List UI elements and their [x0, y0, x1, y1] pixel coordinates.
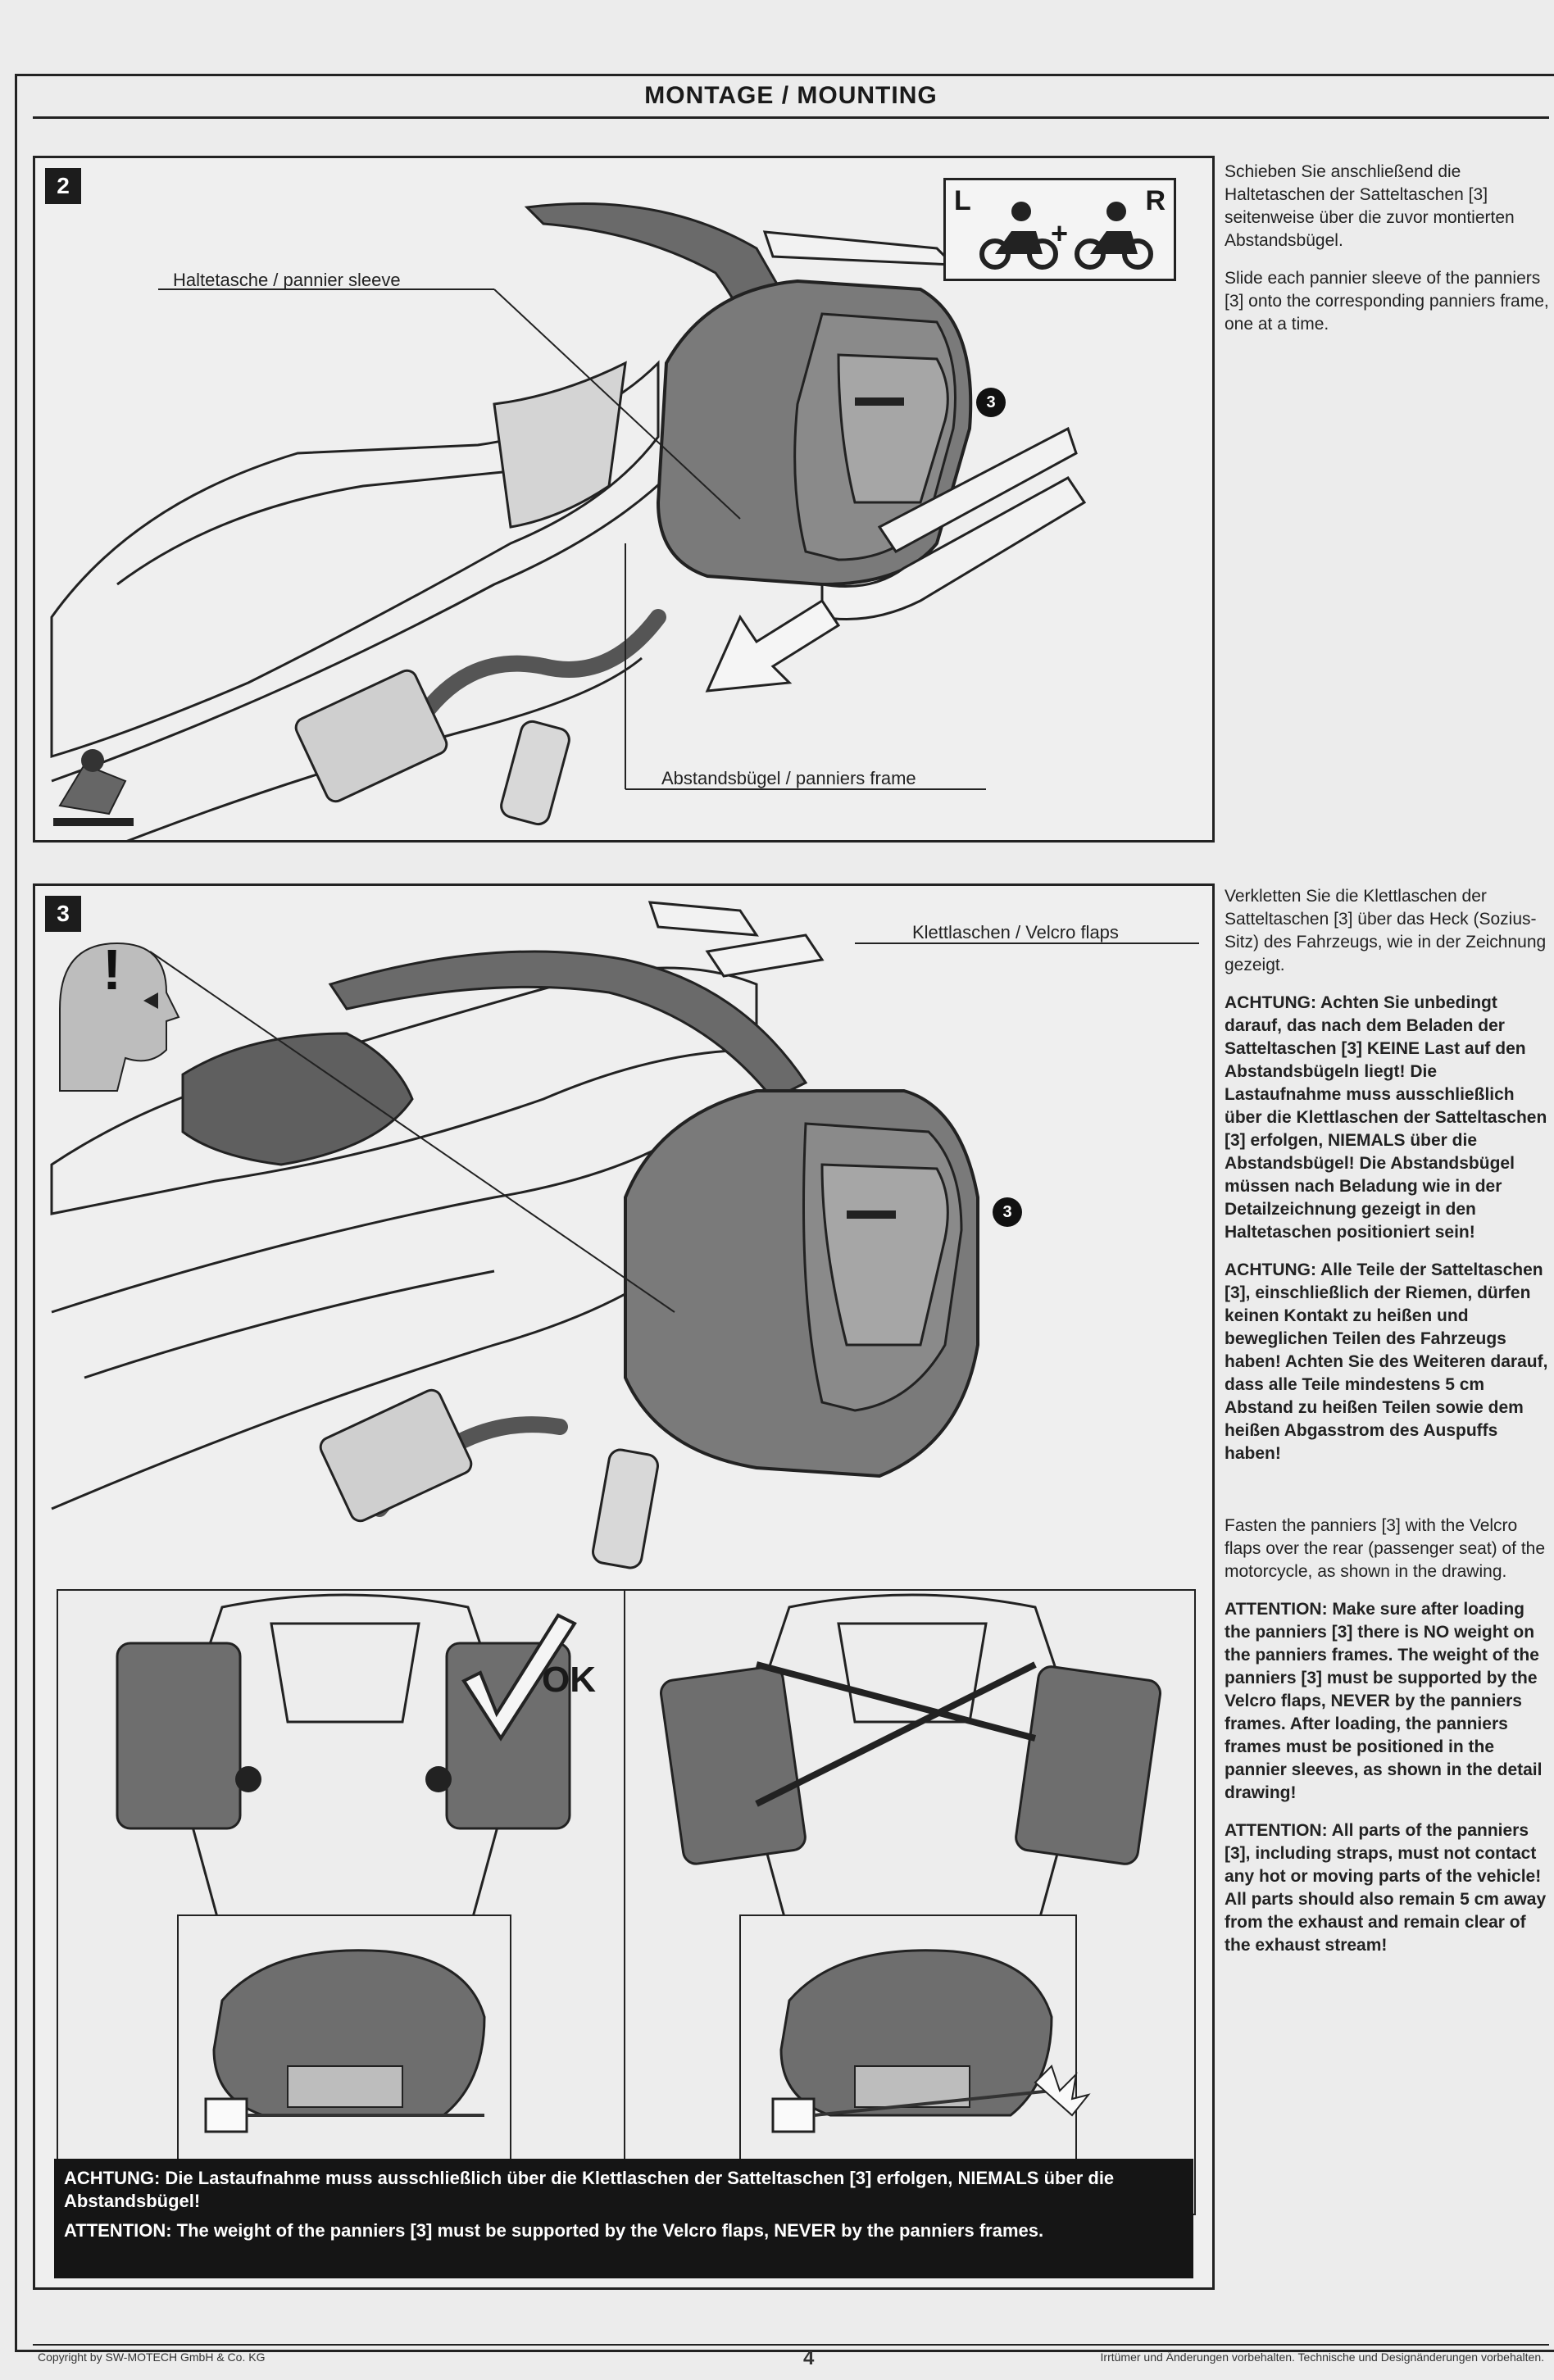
ok-label: OK [542, 1660, 596, 1700]
step-3-text-en-intro: Fasten the panniers [3] with the Velcro … [1225, 1516, 1546, 1581]
part-number-badge: 3 [976, 388, 1006, 417]
footer-disclaimer: Irrtümer und Änderungen vorbehalten. Tec… [1100, 2350, 1544, 2364]
page-title: MONTAGE / MOUNTING [644, 82, 938, 109]
step-2-panel: 2 Haltetasche / pannier sleeve [33, 156, 1215, 843]
footer-copyright: Copyright by SW-MOTECH GmbH & Co. KG [38, 2350, 266, 2364]
step-3-panel: 3 Klettlaschen / Velcro flaps 3 ! [33, 883, 1215, 2290]
step-3-text-en-warning-2: ATTENTION: All parts of the panniers [3]… [1225, 1821, 1547, 1955]
page-frame [15, 74, 1554, 2352]
page-number: 4 [803, 2347, 815, 2369]
step-number: 3 [45, 896, 81, 932]
step-2-text-en: Slide each pannier sleeve of the pannier… [1225, 269, 1549, 334]
warning-bar: ACHTUNG: Die Lastaufnahme muss ausschlie… [54, 2159, 1193, 2278]
callout-pannier-sleeve: Haltetasche / pannier sleeve [173, 270, 401, 290]
step-2-illustration [50, 202, 1087, 840]
left-right-pictogram: L R + [943, 178, 1176, 281]
left-label: L [954, 185, 971, 216]
correct-mounting-panel: OK [57, 1589, 625, 2215]
step-3-illustration [50, 901, 1199, 1569]
part-number-badge: 3 [993, 1197, 1022, 1227]
callout-panniers-frame: Abstandsbügel / panniers frame [661, 768, 916, 788]
step-3-text-de-intro: Verkletten Sie die Klettlaschen der Satt… [1225, 887, 1547, 974]
step-3-text-de-warning-2: ACHTUNG: Alle Teile der Satteltaschen [3… [1225, 1260, 1548, 1463]
step-2-instructions: Schieben Sie anschließend die Haltetasch… [1225, 161, 1552, 351]
right-label: R [1145, 185, 1166, 216]
incorrect-mounting-panel [624, 1589, 1196, 2215]
correct-mounting-illustration [116, 1593, 577, 2211]
callout-velcro-flaps: Klettlaschen / Velcro flaps [912, 922, 1119, 942]
motorcycle-icon [979, 202, 1153, 270]
page-header: MONTAGE / MOUNTING [33, 75, 1549, 119]
plus-sign: + [1051, 216, 1069, 250]
step-3-text-de-warning-1: ACHTUNG: Achten Sie unbedingt darauf, da… [1225, 993, 1547, 1242]
warning-bar-en: ATTENTION: The weight of the panniers [3… [64, 2220, 1044, 2241]
warning-bar-de: ACHTUNG: Die Lastaufnahme muss ausschlie… [64, 2168, 1115, 2211]
step-3-instructions: Verkletten Sie die Klettlaschen der Satt… [1225, 885, 1552, 1972]
step-2-text-de: Schieben Sie anschließend die Haltetasch… [1225, 162, 1515, 250]
step-number: 2 [45, 168, 81, 204]
page-footer: Copyright by SW-MOTECH GmbH & Co. KG 4 I… [33, 2344, 1549, 2378]
incorrect-mounting-illustration [659, 1593, 1162, 2211]
step-3-text-en-warning-1: ATTENTION: Make sure after loading the p… [1225, 1600, 1543, 1802]
attention-icon: ! [102, 938, 122, 1002]
